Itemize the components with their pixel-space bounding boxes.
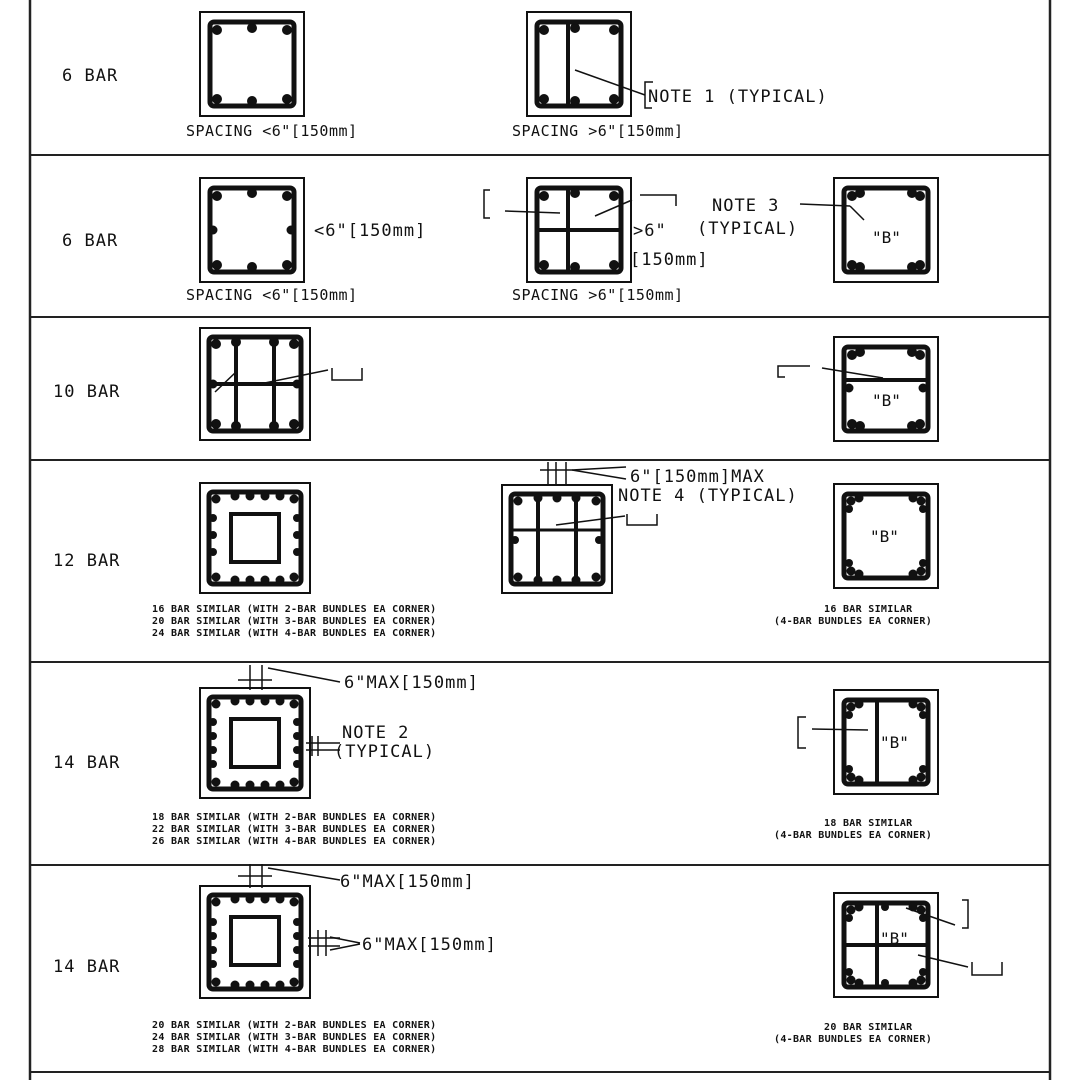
column-section-6bar-b-left: [199, 177, 305, 283]
similar-right-12-a: 16 BAR SIMILAR: [824, 604, 913, 615]
similar-right-14b-b: (4-BAR BUNDLES EA CORNER): [774, 1034, 932, 1045]
section-mark-b-row2: "B": [872, 228, 901, 247]
note-4-typical: NOTE 4 (TYPICAL): [618, 486, 798, 506]
column-section-14bar-left: [199, 665, 341, 799]
section-mark-b-row6: "B": [880, 929, 909, 948]
similar-left-14b-c: 28 BAR SIMILAR (WITH 4-BAR BUNDLES EA CO…: [152, 1044, 436, 1055]
column-section-14bar-right: [797, 689, 939, 795]
dim-less-150: <6"[150mm]: [314, 221, 426, 241]
similar-right-14-b: (4-BAR BUNDLES EA CORNER): [774, 830, 932, 841]
similar-left-14-b: 22 BAR SIMILAR (WITH 3-BAR BUNDLES EA CO…: [152, 824, 436, 835]
similar-left-12-c: 24 BAR SIMILAR (WITH 4-BAR BUNDLES EA CO…: [152, 628, 436, 639]
similar-right-14-a: 18 BAR SIMILAR: [824, 818, 913, 829]
note-1-typical: NOTE 1 (TYPICAL): [648, 87, 828, 107]
spacing-caption-less: SPACING <6"[150mm]: [186, 122, 358, 140]
column-section-14bar-b-left: [199, 864, 361, 999]
note-3-typical: (TYPICAL): [697, 219, 798, 239]
dim-greater-6: >6": [633, 221, 667, 241]
row-label-14-bar-b: 14 BAR: [53, 957, 120, 977]
spacing-caption-greater: SPACING >6"[150mm]: [512, 122, 684, 140]
row-label-6-bar-b: 6 BAR: [62, 231, 118, 251]
similar-left-14b-b: 24 BAR SIMILAR (WITH 3-BAR BUNDLES EA CO…: [152, 1032, 436, 1043]
row-label-12-bar: 12 BAR: [53, 551, 120, 571]
similar-right-14b-a: 20 BAR SIMILAR: [824, 1022, 913, 1033]
column-section-10bar-left: [199, 327, 363, 441]
column-section-12bar-right: [833, 483, 939, 589]
note-2-typical: (TYPICAL): [334, 742, 435, 762]
dim-6-max-row6-side: 6"MAX[150mm]: [362, 935, 497, 955]
dim-6-max-row6-top: 6"MAX[150mm]: [340, 872, 475, 892]
column-section-6bar-a-left: [199, 11, 305, 117]
column-section-6bar-a-right: [526, 11, 653, 117]
spacing-caption-less-2: SPACING <6"[150mm]: [186, 286, 358, 304]
similar-left-14-a: 18 BAR SIMILAR (WITH 2-BAR BUNDLES EA CO…: [152, 812, 436, 823]
column-section-10bar-right: [777, 336, 939, 442]
similar-left-14b-a: 20 BAR SIMILAR (WITH 2-BAR BUNDLES EA CO…: [152, 1020, 436, 1031]
table-frame: [28, 0, 1052, 1080]
similar-right-12-b: (4-BAR BUNDLES EA CORNER): [774, 616, 932, 627]
section-mark-b-row3: "B": [872, 391, 901, 410]
section-mark-b-row4: "B": [870, 527, 899, 546]
similar-left-14-c: 26 BAR SIMILAR (WITH 4-BAR BUNDLES EA CO…: [152, 836, 436, 847]
row-label-10-bar: 10 BAR: [53, 382, 120, 402]
column-section-14bar-b-right: [833, 892, 1003, 998]
note-3: NOTE 3: [712, 196, 779, 216]
column-section-6bar-b-mid: [483, 177, 677, 283]
column-section-6bar-b-right: [799, 177, 939, 283]
column-section-12bar-left: [199, 482, 311, 594]
similar-left-12-b: 20 BAR SIMILAR (WITH 3-BAR BUNDLES EA CO…: [152, 616, 436, 627]
section-mark-b-row5: "B": [880, 733, 909, 752]
row-label-14-bar-a: 14 BAR: [53, 753, 120, 773]
row-label-6-bar-a: 6 BAR: [62, 66, 118, 86]
dim-6-max-row4: 6"[150mm]MAX: [630, 467, 765, 487]
dim-150mm: [150mm]: [630, 250, 709, 270]
similar-left-12-a: 16 BAR SIMILAR (WITH 2-BAR BUNDLES EA CO…: [152, 604, 436, 615]
column-section-12bar-mid: [501, 462, 658, 594]
spacing-caption-greater-2: SPACING >6"[150mm]: [512, 286, 684, 304]
dim-6-max-row5: 6"MAX[150mm]: [344, 673, 479, 693]
note-2: NOTE 2: [342, 723, 409, 743]
